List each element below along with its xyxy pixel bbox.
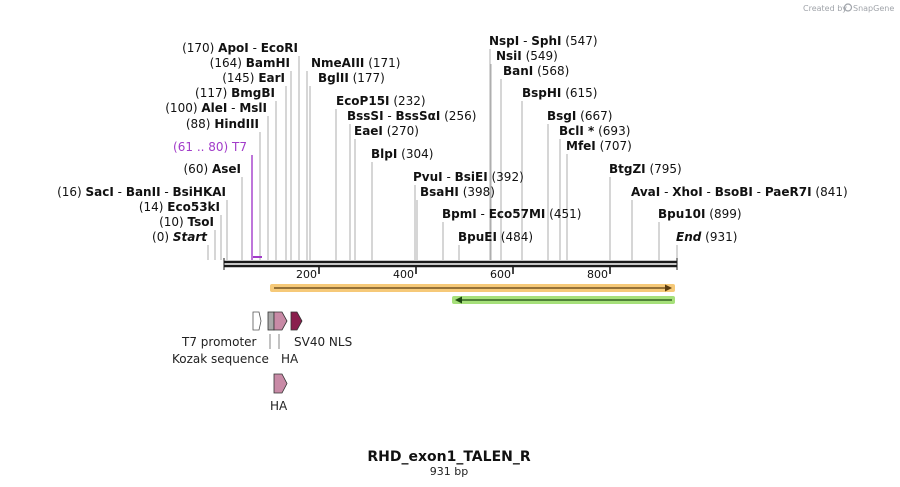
site-label-eco53ki[interactable]: (14) Eco53kI [139, 200, 220, 214]
site-label-alei[interactable]: (100) AleI - MslI [165, 101, 267, 115]
site-label-bpu10i[interactable]: Bpu10I (899) [658, 207, 742, 221]
site-label-bani[interactable]: BanI (568) [503, 64, 569, 78]
ruler-ticks: 200 400 600 800 [296, 266, 611, 281]
kozak-sequence-label: Kozak sequence [172, 352, 269, 366]
site-label-pvui[interactable]: PvuI - BsiEI (392) [413, 170, 524, 184]
site-label-hindiii[interactable]: (88) HindIII [186, 117, 259, 131]
feature-glyphs [252, 311, 303, 394]
forward-arrow-icon [665, 284, 672, 292]
site-label-bamhi[interactable]: (164) BamHI [210, 56, 290, 70]
site-labels: (170) ApoI - EcoRI(164) BamHI(145) EarI(… [57, 34, 848, 244]
ha-second-label: HA [270, 399, 288, 413]
site-label-t7[interactable]: (61 .. 80) T7 [173, 140, 247, 154]
site-label-nspi[interactable]: NspI - SphI (547) [489, 34, 598, 48]
backbone [223, 256, 678, 270]
ruler-tick-label: 600 [490, 268, 511, 281]
t7-promoter-label: T7 promoter [181, 335, 257, 349]
site-label-bsgi[interactable]: BsgI (667) [547, 109, 612, 123]
map-title: RHD_exon1_TALEN_R [367, 449, 530, 465]
ha-arrow-icon[interactable] [273, 311, 288, 331]
ruler-tick-label: 400 [393, 268, 414, 281]
ruler-tick-label: 200 [296, 268, 317, 281]
site-label-bglii[interactable]: BglII (177) [318, 71, 385, 85]
t7-promoter-arrow-icon[interactable] [252, 311, 262, 331]
site-label-blpi[interactable]: BlpI (304) [371, 147, 433, 161]
site-label-eaei[interactable]: EaeI (270) [354, 124, 419, 138]
kozak-block-icon[interactable] [267, 311, 275, 331]
ruler-tick-label: 800 [587, 268, 608, 281]
site-label-bmgbi[interactable]: (117) BmgBI [195, 86, 275, 100]
sv40-nls-label: SV40 NLS [294, 335, 352, 349]
site-label-bsssi[interactable]: BssSI - BssSαI (256) [347, 109, 476, 123]
site-label-start[interactable]: (0) Start [152, 230, 208, 244]
site-label-end[interactable]: End (931) [676, 230, 737, 244]
ha-label: HA [281, 352, 299, 366]
snapgene-logo-icon [843, 3, 853, 12]
credit-prefix: Created by [803, 4, 847, 13]
site-label-bsphi[interactable]: BspHI (615) [522, 86, 597, 100]
site-label-eari[interactable]: (145) EarI [222, 71, 285, 85]
sv40-nls-arrow-icon[interactable] [290, 311, 303, 331]
credit-brand: SnapGene [853, 4, 894, 13]
feature-bar-reverse[interactable] [452, 296, 675, 304]
site-label-bcli-[interactable]: BclI * (693) [559, 124, 630, 138]
snapgene-credit: Created by SnapGene [803, 3, 894, 13]
feature-labels: T7 promoter Kozak sequence HA SV40 NLS H… [172, 335, 352, 413]
feature-bar-forward[interactable] [270, 284, 675, 292]
site-label-bpmi[interactable]: BpmI - Eco57MI (451) [442, 207, 581, 221]
site-label-btgzi[interactable]: BtgZI (795) [609, 162, 682, 176]
site-label-mfei[interactable]: MfeI (707) [566, 139, 632, 153]
site-label-nsii[interactable]: NsiI (549) [496, 49, 558, 63]
site-label-apoi[interactable]: (170) ApoI - EcoRI [182, 41, 298, 55]
site-label-bsahi[interactable]: BsaHI (398) [420, 185, 495, 199]
site-label-nmeaiii[interactable]: NmeAIII (171) [311, 56, 400, 70]
site-label-tsoi[interactable]: (10) TsoI [159, 215, 214, 229]
site-label-ecop15i[interactable]: EcoP15I (232) [336, 94, 426, 108]
site-label-bpuei[interactable]: BpuEI (484) [458, 230, 533, 244]
ha-second-arrow-icon[interactable] [273, 373, 288, 394]
reverse-arrow-icon [455, 296, 462, 304]
site-label-saci[interactable]: (16) SacI - BanII - BsiHKAI [57, 185, 226, 199]
map-length: 931 bp [430, 465, 468, 478]
site-label-avai[interactable]: AvaI - XhoI - BsoBI - PaeR7I (841) [631, 185, 848, 199]
site-leader-lines [207, 49, 678, 260]
site-label-asei[interactable]: (60) AseI [184, 162, 242, 176]
